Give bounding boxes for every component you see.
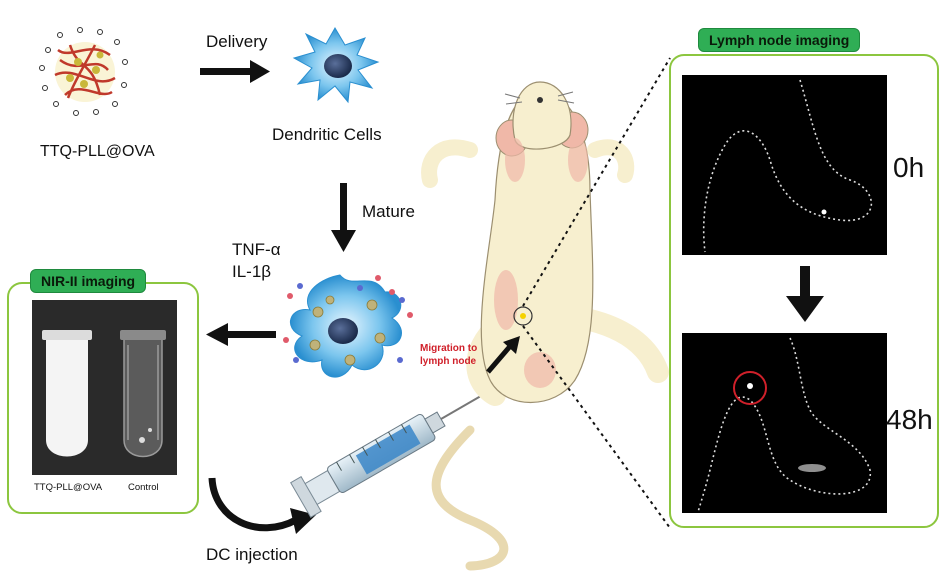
zoom-lines (522, 57, 671, 529)
nir-imaging-title: NIR-II imaging (30, 269, 147, 293)
lymph-node-imaging-title: Lymph node imaging (698, 28, 861, 52)
mature-arrow (331, 183, 356, 252)
mature-label: Mature (362, 202, 415, 221)
migration-label-line1: Migration to (420, 343, 478, 354)
mature-dendritic-cell-illustration (283, 274, 413, 378)
cytokine-tnf-label: TNF-α (232, 240, 281, 259)
migration-arrow (486, 336, 520, 374)
migration-label-line2: lymph node (420, 356, 477, 367)
delivery-label: Delivery (206, 32, 268, 51)
nir-panel (7, 282, 199, 514)
tube-right-label: Control (128, 482, 159, 493)
tube-left-label: TTQ-PLL@OVA (34, 482, 103, 493)
dendritic-cell-illustration (292, 26, 380, 104)
time-0h-label: 0h (893, 152, 925, 183)
delivery-arrow (200, 60, 270, 83)
dc-injection-label: DC injection (206, 545, 298, 564)
cytokine-il-label: IL-1β (232, 262, 272, 281)
to-nir-arrow (206, 323, 276, 346)
nanoparticle-illustration (39, 27, 128, 116)
time-48h-label: 48h (886, 404, 933, 435)
dendritic-cells-label: Dendritic Cells (272, 125, 382, 144)
syringe-illustration (290, 394, 484, 519)
nanoparticle-label: TTQ-PLL@OVA (40, 143, 155, 160)
lymph-panel (669, 54, 939, 528)
mouse-illustration (421, 81, 669, 571)
